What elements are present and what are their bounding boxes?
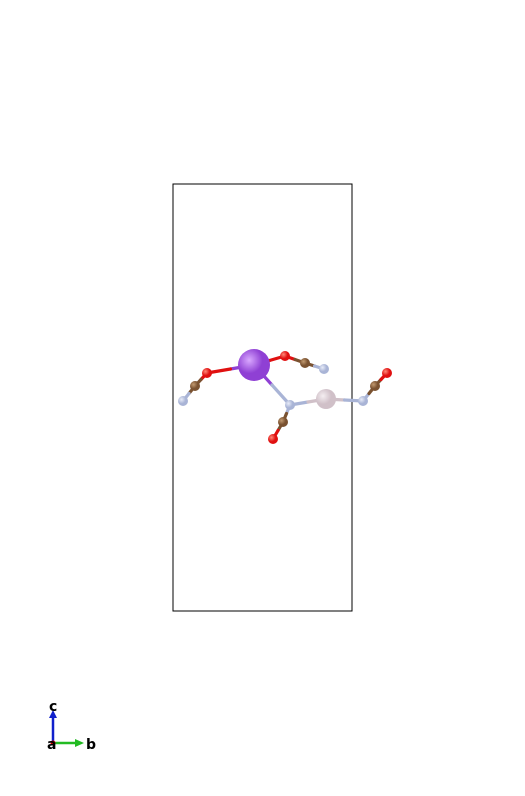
atom-n-n1[interactable] [285, 400, 295, 410]
atom-o-o1[interactable] [268, 434, 278, 444]
axis-label-c: c [49, 699, 57, 715]
atom-c-c1[interactable] [278, 417, 288, 427]
atom-layer [178, 349, 392, 444]
axis-label-a: a [47, 737, 56, 753]
atom-o-o2[interactable] [202, 368, 212, 378]
atom-c-c2[interactable] [190, 381, 200, 391]
atom-pt-pt1[interactable] [316, 389, 336, 409]
axis-b-arrowhead [75, 739, 84, 747]
atom-c-c4[interactable] [370, 381, 380, 391]
unit-cell-box [172, 183, 353, 612]
atom-n-n2[interactable] [178, 396, 188, 406]
atom-k-k1[interactable] [238, 349, 270, 381]
atom-c-c3[interactable] [300, 358, 310, 368]
atom-n-n3[interactable] [319, 364, 329, 374]
axis-label-b: b [86, 737, 96, 753]
axis-c-arrowhead [49, 710, 57, 718]
atom-n-n4[interactable] [358, 396, 368, 406]
atom-o-o3[interactable] [280, 351, 290, 361]
axis-triad: c a b [47, 699, 96, 753]
atom-o-o4[interactable] [382, 368, 392, 378]
axis-a-dot [50, 740, 56, 746]
